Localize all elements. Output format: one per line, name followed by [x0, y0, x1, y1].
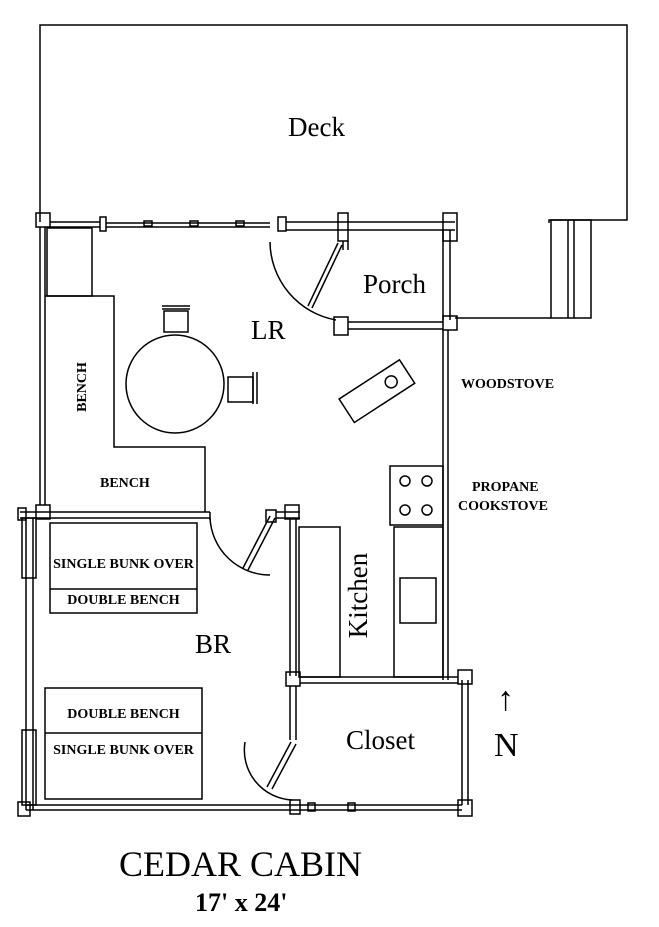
east-wall [442, 230, 473, 805]
woodstove-symbol [338, 358, 416, 424]
deck-outline [39, 24, 628, 223]
deck-label: Deck [288, 112, 345, 142]
deck-stairs [550, 219, 592, 319]
bench-outline [45, 227, 206, 512]
bedroom-label: BR [195, 629, 232, 659]
bunk-south-upper-label: DOUBLE BENCH [67, 707, 180, 722]
dining-table [125, 334, 225, 434]
bunk-north-lower-label: DOUBLE BENCH [67, 593, 180, 608]
bench-vertical-label: BENCH [74, 362, 90, 412]
bunk-north [49, 522, 198, 614]
bunk-south [44, 687, 203, 800]
porch-door [269, 241, 343, 321]
south-wall [26, 799, 473, 817]
closet-door [243, 741, 297, 801]
north-arrow-icon: ↑ [497, 681, 514, 718]
living-room-label: LR [251, 315, 286, 345]
north-wall [35, 212, 458, 242]
chair-north [162, 305, 190, 333]
west-wall [17, 227, 210, 817]
kitchen-counters [298, 526, 444, 678]
chair-east [227, 372, 258, 404]
plan-dimensions: 17' x 24' [195, 888, 288, 917]
cookstove-symbol [389, 465, 444, 526]
north-label: N [494, 727, 519, 764]
bedroom-door [209, 515, 276, 576]
cookstove-label: COOKSTOVE [458, 499, 548, 514]
propane-label: PROPANE [472, 480, 539, 495]
bunk-south-lower-label: SINGLE BUNK OVER [53, 743, 194, 758]
plan-title: CEDAR CABIN [119, 844, 363, 884]
bunk-north-upper-label: SINGLE BUNK OVER [53, 557, 194, 572]
kitchen-label: Kitchen [343, 552, 374, 639]
bench-horizontal-label: BENCH [100, 476, 150, 491]
porch-label: Porch [363, 269, 426, 299]
closet-label: Closet [346, 725, 416, 755]
woodstove-label: WOODSTOVE [461, 377, 555, 392]
